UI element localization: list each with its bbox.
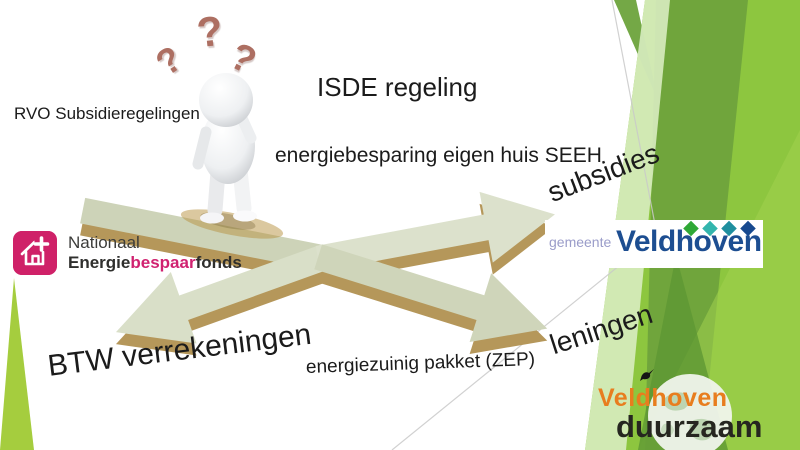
ebf-brand-suffix: fonds <box>195 253 242 272</box>
ebf-brand-highlight: bespaar <box>130 253 196 272</box>
veldhoven-duurzaam-logo: Veldhoven duurzaam <box>594 366 790 450</box>
crossroads-arrows-icon <box>80 191 555 356</box>
ebf-logo-line2: Energiebespaarfonds <box>68 253 242 273</box>
duurzaam-line2: duurzaam <box>616 409 763 444</box>
question-mark-icon: ? <box>194 6 225 57</box>
diamonds-icon <box>683 220 756 237</box>
thinking-figure <box>192 73 257 230</box>
house-plus-icon <box>13 231 57 275</box>
label-rvo-subsidieregelingen: RVO Subsidieregelingen <box>14 104 200 123</box>
energiebespaarfonds-logo: Nationaal Energiebespaarfonds <box>13 231 242 275</box>
globe-icon <box>648 374 732 450</box>
left-spike-decoration <box>0 278 34 450</box>
ebf-brand-prefix: Energie <box>68 253 131 272</box>
label-isde-regeling: ISDE regeling <box>317 72 478 102</box>
gemeente-veldhoven-logo: gemeente Veldhoven <box>545 220 763 268</box>
gemeente-small-label: gemeente <box>549 234 612 250</box>
ebf-logo-line1: Nationaal <box>68 233 140 252</box>
label-energiebesparing-seeh: energiebesparing eigen huis SEEH <box>275 144 602 167</box>
duurzaam-line1: Veldhoven <box>598 384 728 412</box>
gemeente-name: Veldhoven <box>616 225 762 258</box>
bird-icon <box>640 369 654 381</box>
